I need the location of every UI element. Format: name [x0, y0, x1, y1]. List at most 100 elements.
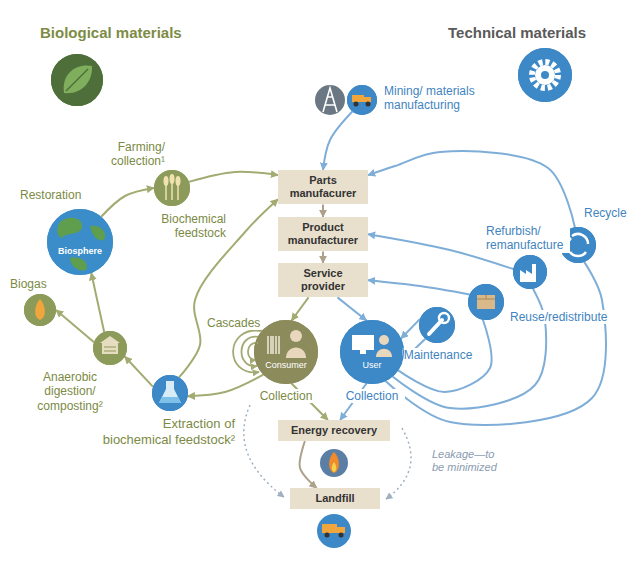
header-icon: Biological materials	[51, 54, 103, 106]
node-outline	[52, 55, 103, 106]
flow-arrow	[56, 310, 94, 342]
flow-arrow	[189, 172, 278, 182]
globe-icon	[47, 209, 113, 275]
wheat-icon	[176, 176, 181, 186]
flow-arrow	[368, 280, 470, 294]
leakage-arrows	[244, 405, 411, 499]
user-icon	[360, 350, 366, 354]
flask-icon	[152, 375, 188, 411]
flow-arrow	[125, 357, 153, 387]
node-outline	[254, 320, 318, 384]
node-label: Landfill	[296, 492, 374, 505]
annotation: Cascades	[207, 316, 260, 330]
box-icon	[468, 284, 504, 320]
wheat-icon	[164, 176, 169, 186]
flow-arrow	[323, 111, 352, 170]
flow-arrow	[292, 297, 309, 320]
node-outline	[518, 48, 572, 102]
oil-rig-icon	[315, 85, 345, 115]
node-outline	[154, 170, 190, 206]
loop-circle: Maintenance	[419, 307, 455, 343]
mining-truck-icon	[364, 97, 371, 102]
flow-arrow	[398, 320, 491, 392]
landfill-truck-icon	[317, 514, 351, 548]
flow-arrow	[401, 319, 420, 339]
node-outline	[513, 255, 547, 289]
flame-icon	[332, 462, 337, 472]
flame-icon	[320, 449, 348, 477]
biogas-flame-icon	[35, 299, 45, 320]
node-outline	[419, 307, 455, 343]
flame-icon	[329, 452, 339, 473]
flame-icon	[320, 449, 348, 477]
process-box: Service provider	[278, 263, 368, 297]
flow-arrow	[322, 204, 324, 217]
user-icon	[340, 320, 404, 384]
stage-circle: Anaerobic digestion/ composting²	[93, 331, 127, 365]
leaf-icon	[51, 54, 103, 106]
landfill-truck-icon	[317, 514, 351, 548]
user-icon	[352, 335, 374, 350]
gear-icon	[532, 62, 558, 88]
node-label: Reuse/redistribute	[510, 310, 607, 324]
recycle-icon	[568, 234, 588, 256]
wrench-icon	[439, 313, 449, 323]
wheat-icon	[154, 170, 190, 206]
node-label: Biosphere	[47, 246, 113, 257]
mining-truck-icon	[352, 95, 364, 102]
process-box: Energy recovery	[278, 420, 390, 441]
biogas-flame-icon	[24, 294, 56, 326]
node-outline	[24, 294, 56, 326]
leaf-icon	[64, 65, 92, 93]
consumer-icon	[254, 320, 318, 384]
node-outline	[340, 320, 404, 384]
stage-circle: Biogas	[24, 294, 56, 326]
wheat-icon	[154, 170, 190, 206]
landfill-truck-icon	[322, 524, 337, 533]
consumer-icon	[268, 336, 279, 354]
node-outline	[93, 331, 127, 365]
factory-icon	[520, 264, 536, 282]
mining-truck-icon	[347, 85, 377, 115]
mining-truck-icon	[354, 102, 359, 107]
consumer-icon	[286, 348, 306, 359]
oil-rig-icon	[315, 85, 345, 115]
compost-icon	[104, 347, 116, 351]
section-heading: Technical materials	[448, 24, 586, 42]
flow-arrow	[101, 188, 154, 217]
landfill-truck-icon	[325, 533, 330, 538]
process-box: Landfill	[290, 488, 380, 509]
node-label: Restoration	[20, 188, 81, 202]
box-icon	[477, 295, 495, 299]
node-outline	[48, 210, 113, 275]
mining-truck-icon	[347, 85, 377, 115]
node-outline	[519, 49, 572, 102]
gear-icon	[541, 71, 549, 79]
node-label: User	[340, 360, 404, 371]
node-outline	[341, 321, 404, 384]
process-box: Product manufacturer	[278, 217, 368, 251]
oil-rig-icon	[323, 88, 337, 112]
compost-icon	[93, 331, 127, 365]
consumer-icon	[290, 330, 302, 342]
biosphere-circle: RestorationBiosphere	[47, 209, 113, 275]
node-outline	[420, 308, 455, 343]
node-label: Collection	[253, 389, 319, 403]
node-outline	[347, 85, 377, 115]
wheat-icon	[170, 174, 175, 184]
process-box: Parts manufacurer	[278, 170, 368, 204]
node-label: Maintenance	[402, 348, 474, 362]
node-label: Refurbish/ remanufacture	[486, 224, 570, 253]
flow-arrow	[91, 273, 104, 332]
wrench-icon	[419, 307, 455, 343]
biogas-flame-icon	[24, 294, 56, 326]
node-outline	[468, 284, 504, 320]
box-icon	[477, 295, 495, 309]
flow-arrow	[322, 251, 324, 263]
node-label: Farming/ collection¹	[85, 140, 165, 169]
landfill-truck-icon	[337, 527, 345, 533]
leaf-icon	[66, 69, 88, 91]
wrench-icon	[419, 307, 455, 343]
node-outline	[153, 376, 188, 411]
node-label: Anaerobic digestion/ composting²	[28, 370, 112, 413]
